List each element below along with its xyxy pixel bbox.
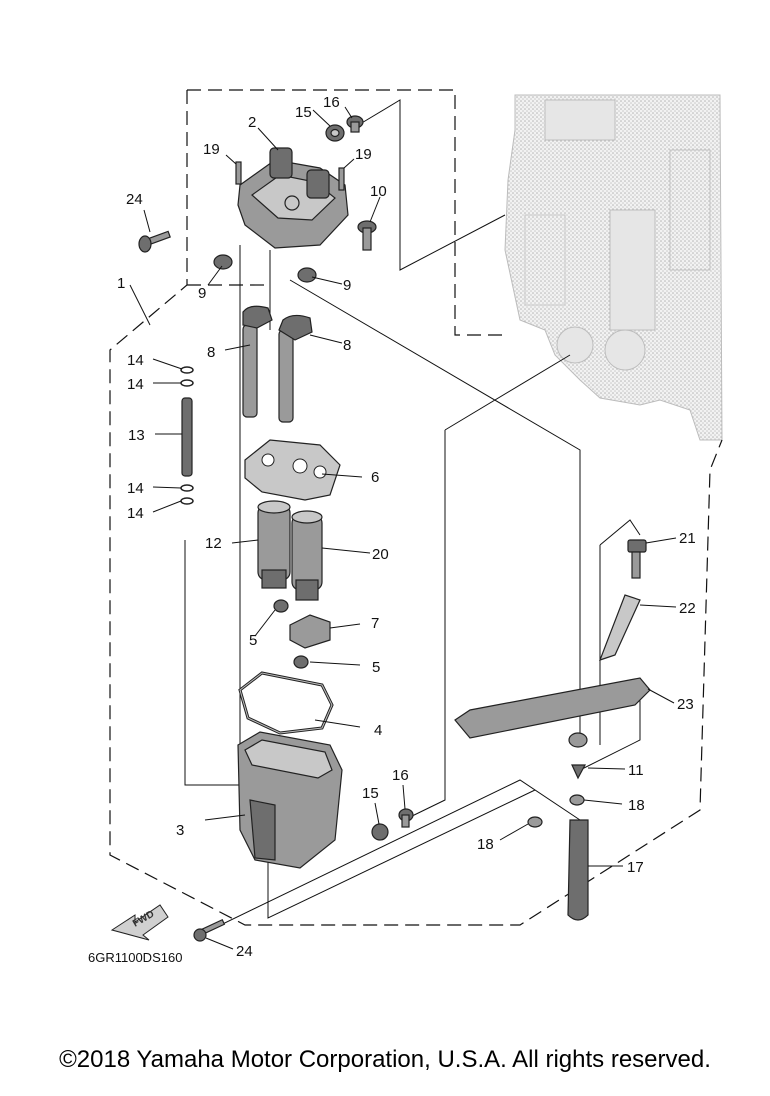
- part-22-bracket: [598, 594, 641, 661]
- part-2-cover: [237, 147, 349, 249]
- callout-16b: 16: [392, 767, 409, 784]
- callout-pointers: [129, 106, 677, 950]
- parts-diagram: FWD: [88, 89, 723, 965]
- part-12-pump: [257, 500, 291, 589]
- callout-8a: 8: [207, 344, 215, 361]
- part-21-bolt: [627, 539, 647, 579]
- callout-23: 23: [677, 696, 694, 713]
- part-24-lower-bolt: [193, 918, 226, 942]
- callout-10: 10: [370, 183, 387, 200]
- fwd-arrow-icon: FWD: [110, 904, 169, 941]
- callout-14a: 14: [127, 352, 144, 369]
- part-15-top-grommet: [325, 124, 345, 142]
- part-19-screws: [235, 161, 345, 191]
- engine-block-ghost: [504, 94, 723, 441]
- part-10-bolt: [357, 220, 377, 251]
- callout-20: 20: [372, 546, 389, 563]
- callout-12: 12: [205, 535, 222, 552]
- part-9-nuts: [213, 254, 317, 283]
- figure-code: 6GR1100DS160: [88, 950, 182, 965]
- part-4-gasket: [238, 671, 334, 735]
- part-13-pipe: [181, 397, 193, 477]
- callout-15b: 15: [362, 785, 379, 802]
- callout-11: 11: [628, 762, 644, 779]
- callout-5b: 5: [372, 659, 380, 676]
- callout-18a: 18: [477, 836, 494, 853]
- copyright-notice: ©2018 Yamaha Motor Corporation, U.S.A. A…: [59, 1046, 711, 1073]
- callout-14b: 14: [127, 376, 144, 393]
- part-15-lower-grommet: [371, 823, 389, 841]
- part-8-hoses: [242, 305, 313, 423]
- callout-19a: 19: [203, 141, 220, 158]
- callout-16a: 16: [323, 94, 340, 111]
- callout-7: 7: [371, 615, 379, 632]
- callout-9b: 9: [343, 277, 351, 294]
- callout-18b: 18: [628, 797, 645, 814]
- leader-lines: [184, 99, 641, 936]
- callout-24b: 24: [236, 943, 253, 960]
- callout-2: 2: [248, 114, 256, 131]
- callout-17: 17: [627, 859, 644, 876]
- callout-14d: 14: [127, 505, 144, 522]
- callout-13: 13: [128, 427, 145, 444]
- callout-14c: 14: [127, 480, 144, 497]
- callout-1: 1: [117, 275, 125, 292]
- callout-4: 4: [374, 722, 382, 739]
- part-16-top-bolt: [346, 115, 364, 133]
- callout-19b: 19: [355, 146, 372, 163]
- part-23-plate: [454, 677, 651, 739]
- callout-9a: 9: [198, 285, 206, 302]
- part-20-pump: [291, 510, 323, 601]
- callout-15a: 15: [295, 104, 312, 121]
- part-5-grommets: [273, 599, 309, 669]
- callout-labels: 1 2 3 4 5 5 6 7 8 8 9 9 10 11 12 13 14 1…: [117, 94, 696, 960]
- callout-6: 6: [371, 469, 379, 486]
- part-11-clip: [568, 732, 588, 780]
- part-17-hose: [567, 819, 589, 921]
- part-16-lower-bolt: [398, 808, 414, 828]
- part-24-top-bolt: [138, 230, 171, 253]
- callout-22: 22: [679, 600, 696, 617]
- callout-21: 21: [679, 530, 696, 547]
- part-3-housing: [237, 731, 343, 869]
- callout-5a: 5: [249, 632, 257, 649]
- assembly-boundary: [109, 89, 723, 926]
- callout-8b: 8: [343, 337, 351, 354]
- callout-3: 3: [176, 822, 184, 839]
- part-18-clamps: [527, 794, 585, 828]
- part-7-bracket: [289, 614, 331, 649]
- part-6-plate: [244, 439, 341, 501]
- callout-24a: 24: [126, 191, 143, 208]
